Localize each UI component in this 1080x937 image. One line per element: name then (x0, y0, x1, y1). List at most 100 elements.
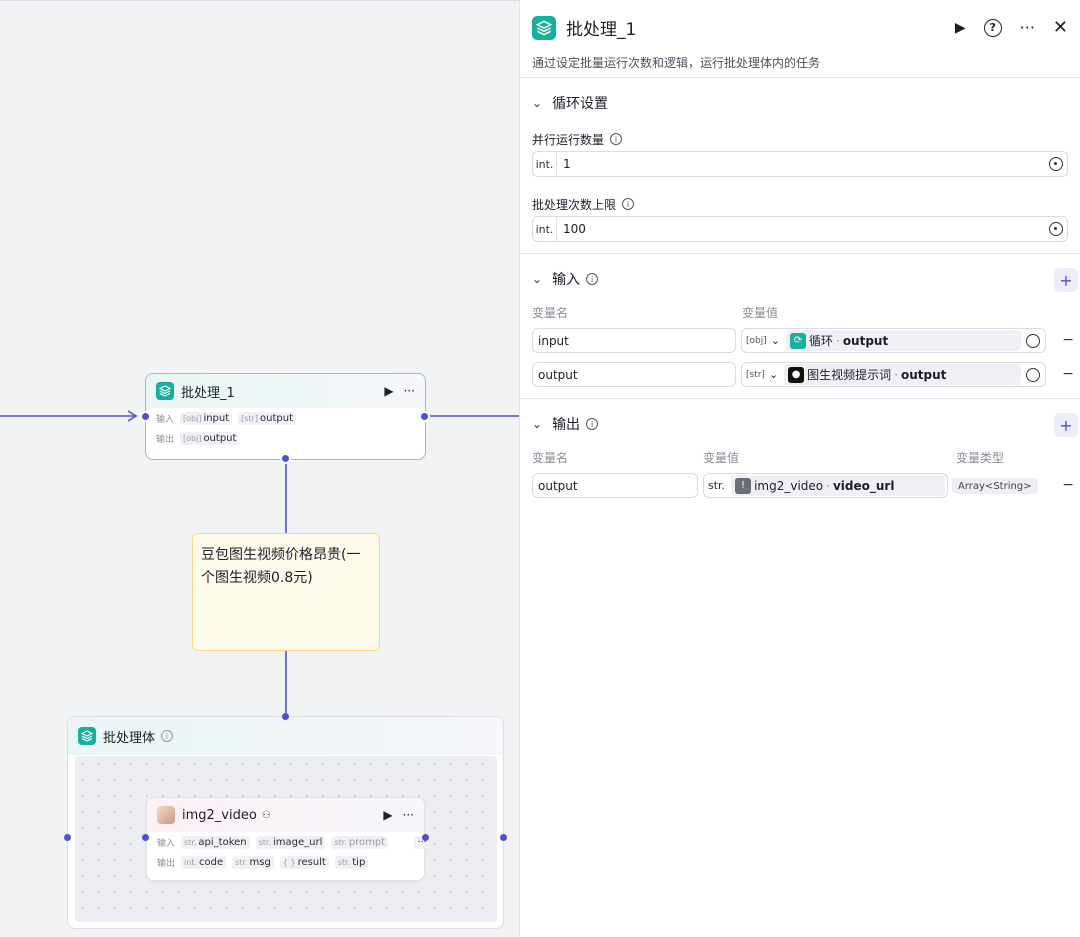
port-name: api_token (198, 836, 247, 848)
video-node-title: img2_video (182, 807, 257, 823)
plugin-avatar-icon (157, 806, 175, 824)
column-header-type: 变量类型 (956, 451, 1005, 465)
body-right-handle[interactable] (500, 834, 507, 841)
variable-ref-pill[interactable]: ! img2_video · video_url (731, 475, 945, 496)
info-icon[interactable]: i (586, 418, 599, 430)
more-icon[interactable]: ··· (402, 808, 414, 822)
port-type: [str] (241, 413, 259, 423)
column-header-name: 变量名 (532, 451, 569, 465)
parallel-count-input[interactable]: int. 1 (532, 151, 1068, 177)
port-name: tip (352, 856, 366, 868)
port-tag: int.code (181, 855, 227, 869)
remove-input-button[interactable]: − (1062, 366, 1074, 382)
video-output-handle[interactable] (422, 834, 429, 841)
chevron-down-icon: ⌄ (532, 417, 543, 431)
batch-body-title: 批处理体 (103, 730, 156, 746)
field-label-text: 并行运行数量 (532, 132, 605, 147)
chevron-down-icon[interactable]: ⌄ (768, 368, 779, 381)
batch-body-handle[interactable] (280, 453, 291, 464)
outputs-section: ⌄ 输出 i + 变量名 变量值 变量类型 output str. ! img2… (520, 399, 1080, 514)
variable-ref-pill[interactable]: ⟳ 循环 · output (785, 330, 1021, 351)
variable-ref-icon[interactable] (1049, 157, 1063, 171)
batch-input-handle[interactable] (140, 411, 151, 422)
port-tag: str.api_token (181, 835, 250, 849)
run-icon[interactable]: ▶ (383, 808, 393, 822)
batch-output-handle[interactable] (419, 411, 430, 422)
more-icon[interactable]: ··· (1019, 18, 1035, 37)
input-var-name-field[interactable]: output (532, 362, 736, 387)
variable-ref-pill[interactable]: ● 图生视频提示词 · output (784, 364, 1021, 385)
remove-output-button[interactable]: − (1062, 477, 1074, 493)
max-runs-label: 批处理次数上限 i (532, 195, 1068, 213)
port-name: input (203, 412, 230, 424)
body-left-handle[interactable] (64, 834, 71, 841)
run-icon[interactable]: ▶ (384, 384, 394, 398)
field-value[interactable]: output (538, 367, 578, 382)
panel-title[interactable]: 批处理_1 (566, 20, 637, 40)
field-value[interactable]: 100 (563, 222, 586, 236)
prompt-node-icon: ● (788, 366, 805, 383)
port-type: int. (184, 857, 197, 867)
input-label: 输入 (157, 838, 176, 849)
outputs-header[interactable]: ⌄ 输出 i + (532, 399, 1078, 449)
port-tag: str.image_url (255, 835, 326, 849)
batch-node-title: 批处理_1 (181, 385, 235, 401)
chevron-down-icon: ⌄ (532, 96, 543, 110)
port-type: str. (235, 857, 248, 867)
layers-icon (156, 382, 174, 400)
batch-node-inputs: 输入 [obj]input [str]output (146, 408, 425, 428)
loop-settings-header[interactable]: ⌄ 循环设置 (532, 78, 1068, 128)
output-var-value-field[interactable]: str. ! img2_video · video_url (703, 473, 948, 498)
input-var-value-field[interactable]: [obj] ⌄ ⟳ 循环 · output (741, 328, 1046, 353)
variable-ref-icon[interactable] (1026, 367, 1040, 382)
output-var-name-field[interactable]: output (532, 473, 698, 498)
source-node: img2_video (754, 478, 824, 493)
port-name: result (297, 856, 326, 868)
port-name: output (203, 432, 237, 444)
video-input-handle[interactable] (142, 834, 149, 841)
add-output-button[interactable]: + (1054, 413, 1078, 437)
more-icon[interactable]: ··· (403, 384, 415, 398)
input-var-value-field[interactable]: [str] ⌄ ● 图生视频提示词 · output (741, 362, 1046, 387)
inputs-header[interactable]: ⌄ 输入 i + (532, 254, 1078, 304)
port-name: msg (249, 856, 271, 868)
field-value[interactable]: input (538, 333, 569, 348)
type-prefix: int. (533, 152, 557, 176)
variable-ref-icon[interactable] (1026, 333, 1040, 348)
close-icon[interactable]: ✕ (1052, 17, 1068, 38)
video-node-outputs: 输出 int.code str.msg { }result str.tip (147, 852, 424, 872)
sticky-note[interactable]: 豆包图生视频价格昂贵(一个图生视频0.8元) (192, 533, 380, 651)
max-runs-input[interactable]: int. 100 (532, 216, 1068, 242)
output-label: 输出 (157, 858, 176, 869)
loop-node-icon: ⟳ (789, 332, 806, 349)
loop-settings-section: ⌄ 循环设置 并行运行数量 i int. 1 批处理次数上限 i int. 10… (520, 78, 1080, 254)
column-header-name: 变量名 (532, 306, 569, 320)
info-icon[interactable]: i (586, 273, 599, 285)
add-input-button[interactable]: + (1054, 268, 1078, 292)
chevron-down-icon[interactable]: ⌄ (770, 334, 780, 347)
node-settings-panel: 批处理_1 ▶ ? ··· ✕ 通过设定批量运行次数和逻辑，运行批处理体内的任务… (519, 0, 1080, 937)
input-var-name-field[interactable]: input (532, 328, 736, 353)
type-selector[interactable]: [obj] (746, 335, 767, 346)
column-header-value: 变量值 (703, 451, 740, 465)
remove-input-button[interactable]: − (1062, 332, 1074, 348)
column-header-value: 变量值 (742, 306, 779, 320)
batch-node[interactable]: 批处理_1 ▶ ··· 输入 [obj]input [str]output 输出… (145, 373, 426, 460)
port-name: output (260, 412, 293, 424)
help-icon[interactable]: ? (983, 18, 1002, 37)
info-icon[interactable]: i (610, 133, 623, 145)
body-top-handle[interactable] (282, 713, 289, 720)
info-icon[interactable]: i (622, 198, 635, 210)
info-icon[interactable]: i (161, 730, 174, 742)
field-value[interactable]: 1 (563, 157, 571, 171)
ref-separator: · (835, 333, 840, 348)
port-type: [obj] (183, 413, 202, 423)
type-selector[interactable]: [str] (746, 369, 765, 380)
img2-video-node[interactable]: img2_video ⚇ ▶ ··· 输入 str.api_token str.… (146, 797, 430, 881)
field-label-text: 批处理次数上限 (532, 197, 617, 212)
source-var: output (842, 333, 889, 348)
workflow-canvas[interactable]: 批处理_1 ▶ ··· 输入 [obj]input [str]output 输出… (0, 0, 519, 937)
run-icon[interactable]: ▶ (954, 19, 966, 36)
variable-ref-icon[interactable] (1049, 222, 1063, 236)
field-value[interactable]: output (538, 478, 578, 493)
